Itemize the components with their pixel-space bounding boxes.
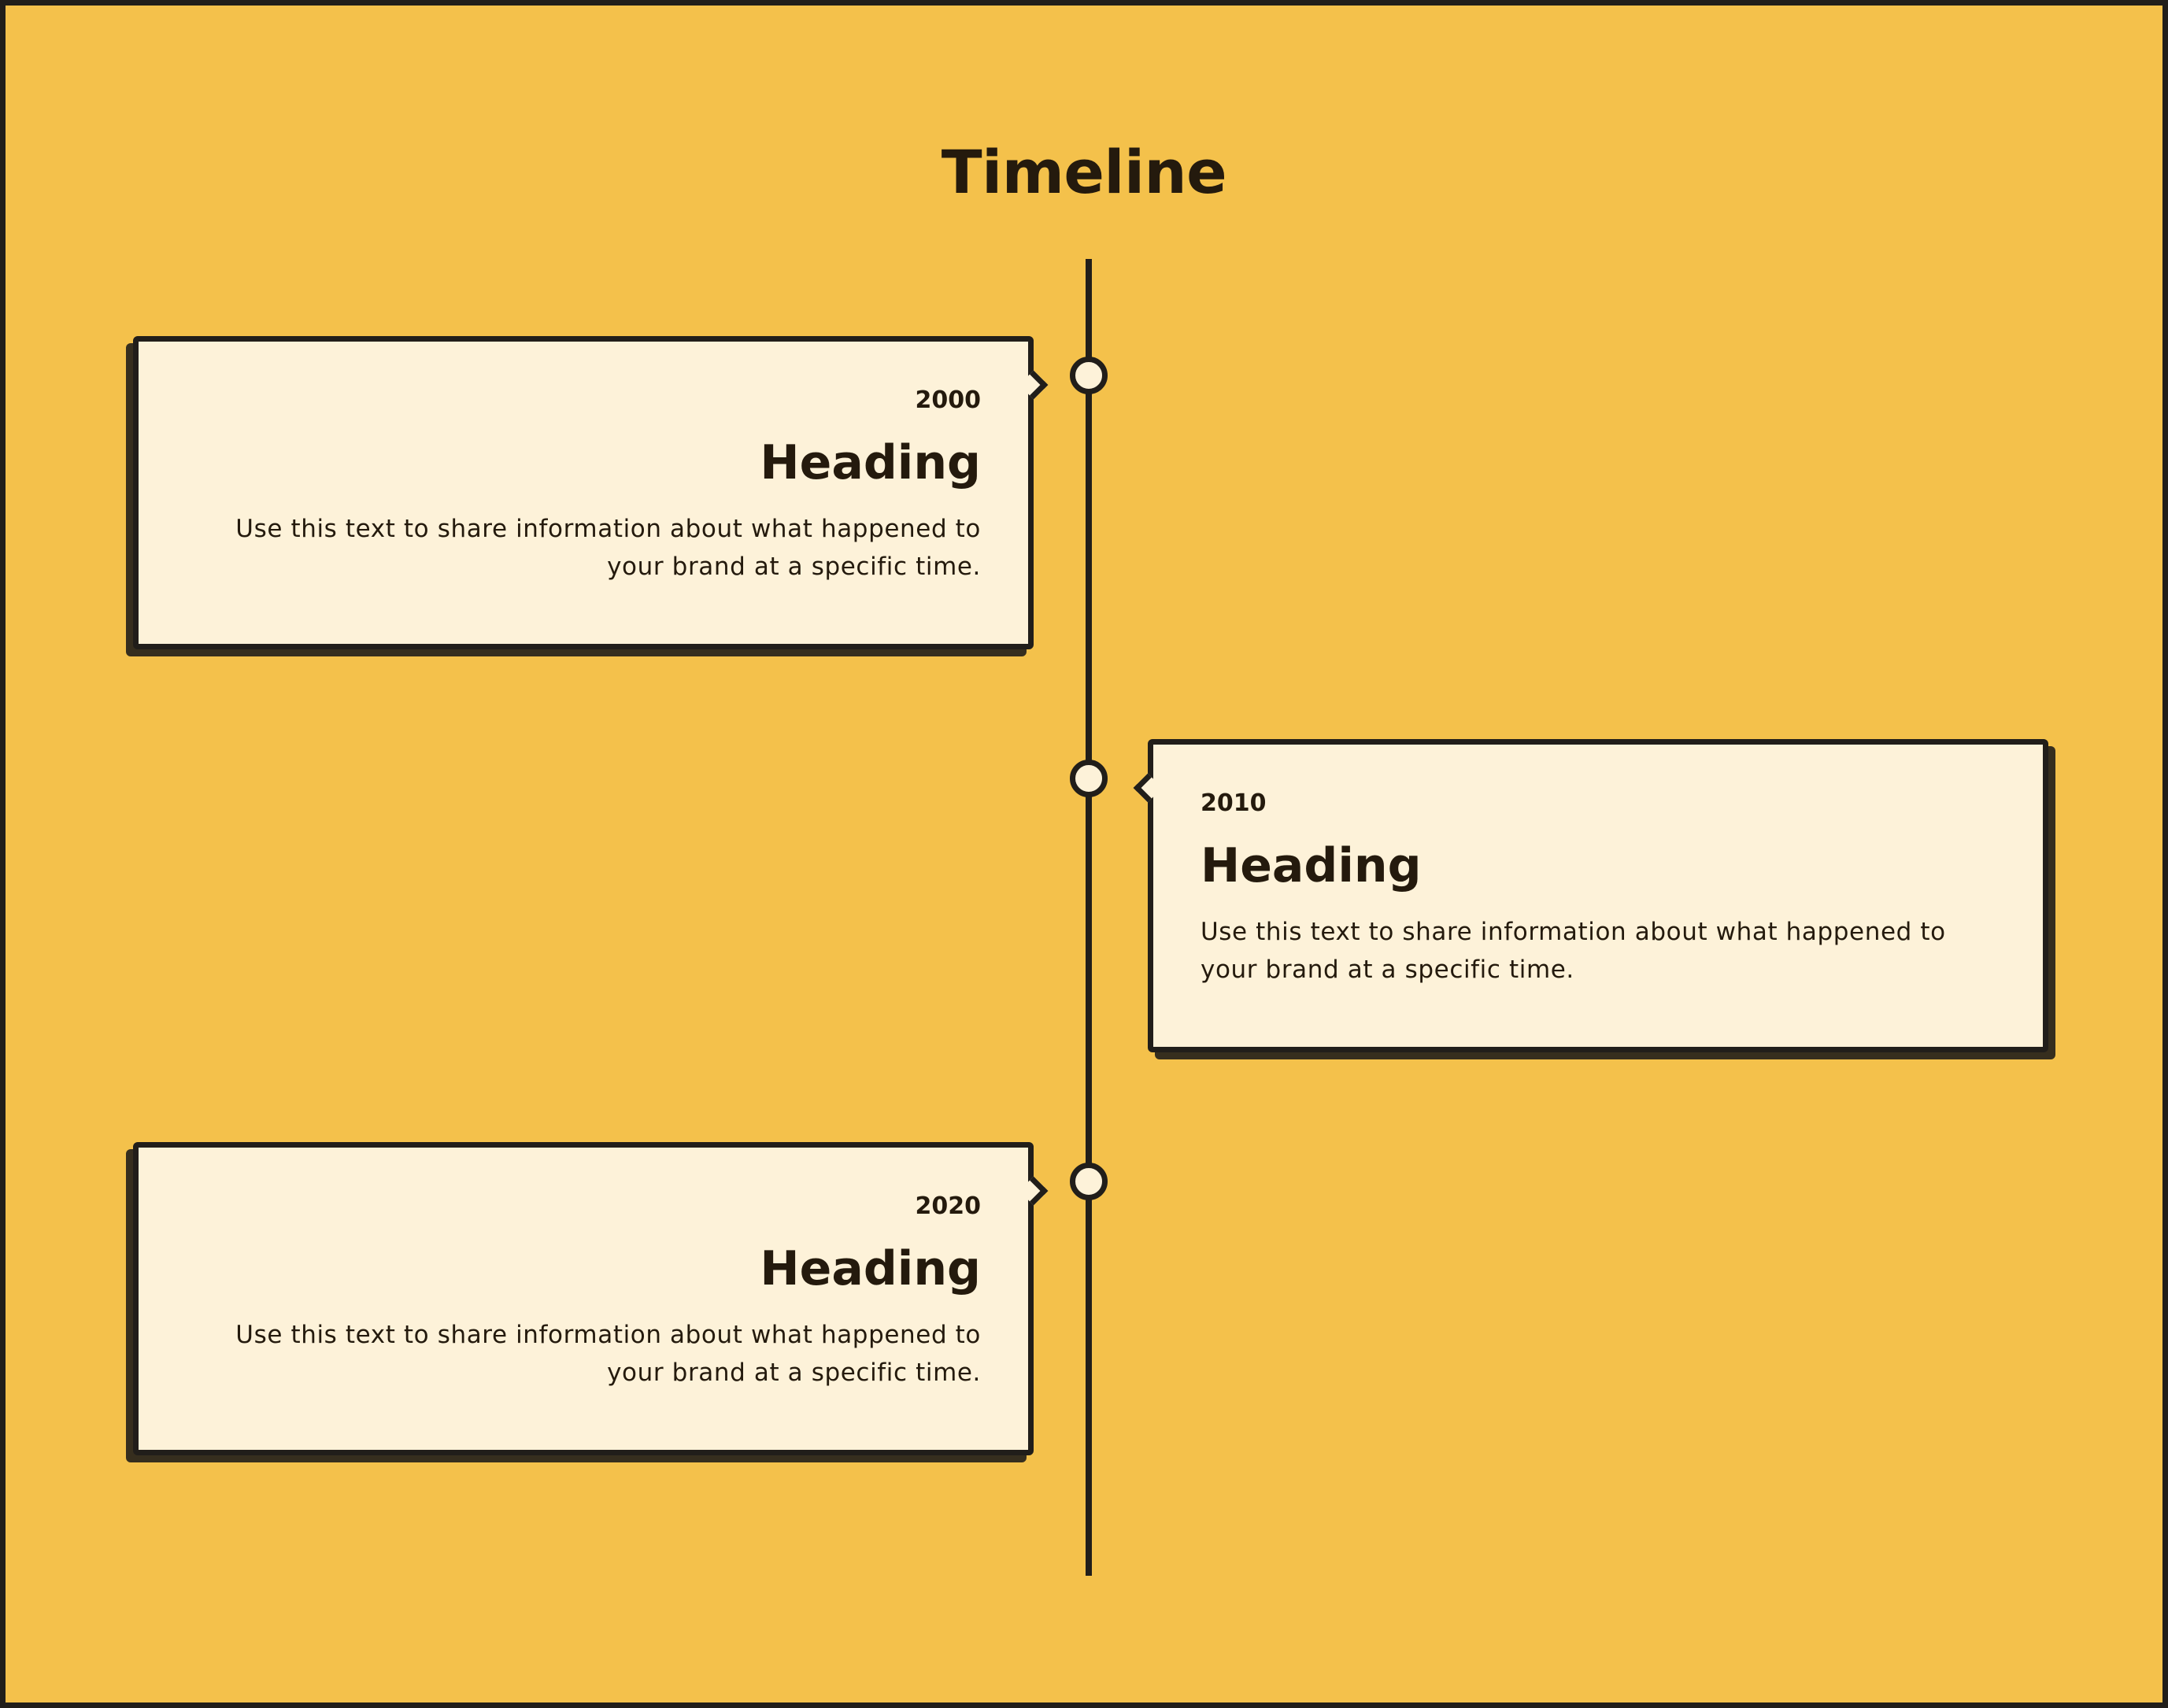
event-year: 2000 bbox=[915, 386, 982, 414]
event-heading: Heading bbox=[760, 1241, 981, 1296]
timeline-node-2000 bbox=[1070, 357, 1108, 394]
event-description: Use this text to share information about… bbox=[235, 1321, 981, 1387]
timeline-node-2020 bbox=[1070, 1163, 1108, 1200]
event-heading: Heading bbox=[1201, 838, 1422, 893]
timeline-node-2010 bbox=[1070, 760, 1108, 797]
event-year: 2010 bbox=[1201, 789, 1267, 817]
page-title: Timeline bbox=[941, 137, 1227, 207]
timeline-card-2000: 2000 Heading Use this text to share info… bbox=[133, 336, 1049, 649]
event-description: Use this text to share information about… bbox=[1201, 918, 1946, 984]
timeline-card-2010: 2010 Heading Use this text to share info… bbox=[1133, 739, 2048, 1052]
card-pointer bbox=[1019, 1176, 1049, 1206]
card-pointer bbox=[1019, 370, 1049, 400]
card-pointer bbox=[1133, 773, 1163, 803]
timeline-card-2020: 2020 Heading Use this text to share info… bbox=[133, 1142, 1049, 1455]
timeline-axis bbox=[1086, 259, 1092, 1576]
event-year: 2020 bbox=[915, 1192, 982, 1220]
event-description: Use this text to share information about… bbox=[235, 515, 981, 581]
event-heading: Heading bbox=[760, 435, 981, 490]
